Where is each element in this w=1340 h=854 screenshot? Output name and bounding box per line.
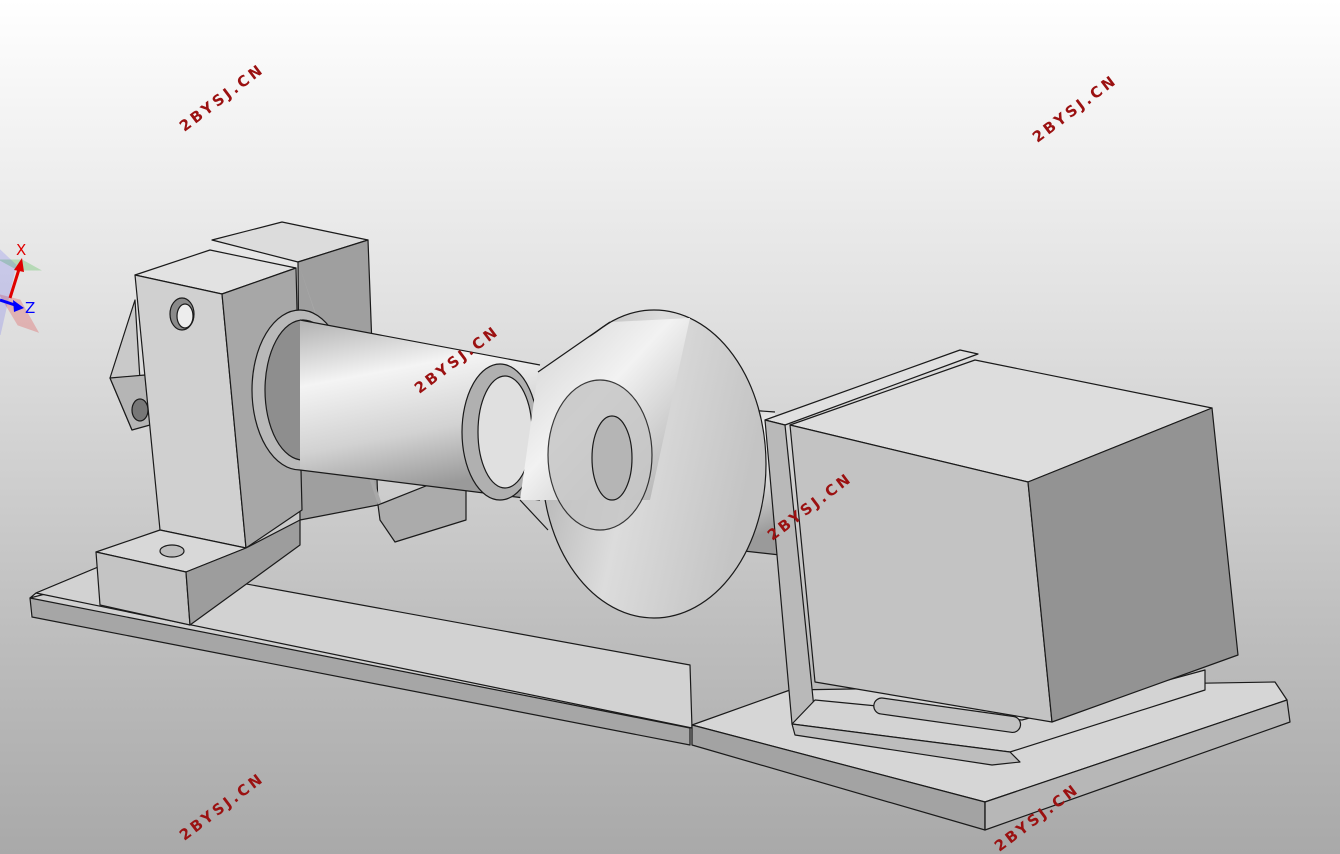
triad-x-label: X: [16, 241, 26, 259]
cone-disc[interactable]: [519, 309, 767, 619]
coordinate-triad: X Z: [0, 241, 42, 336]
motor-housing[interactable]: [789, 359, 1239, 723]
triad-z-label: Z: [25, 299, 35, 317]
motor-bracket[interactable]: [764, 349, 1206, 766]
